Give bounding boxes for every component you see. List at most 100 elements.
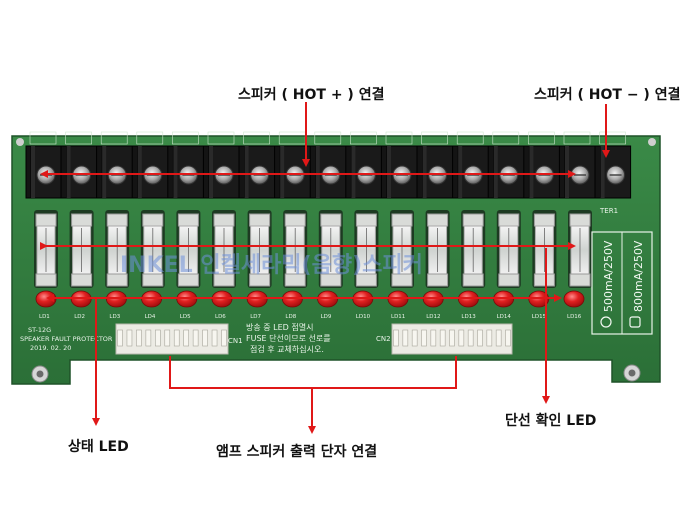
fuse-cap bbox=[35, 213, 57, 227]
fuse-cap bbox=[320, 213, 342, 227]
connector-pin bbox=[486, 329, 493, 347]
mounting-hole-top-right bbox=[648, 138, 656, 146]
silkscreen-box bbox=[172, 131, 199, 145]
connector-cn1-pins bbox=[117, 329, 227, 347]
connector-pin bbox=[145, 329, 152, 347]
terminal-divider bbox=[31, 146, 35, 198]
terminal-divider bbox=[315, 146, 320, 198]
bracket-amp-connectors bbox=[169, 356, 457, 389]
terminal-divider bbox=[351, 146, 356, 198]
fuse-rating-mark-2 bbox=[629, 316, 641, 328]
terminal-divider bbox=[66, 146, 71, 198]
fuse-rating-800: 800mA/250V bbox=[632, 240, 645, 312]
connector-pin bbox=[430, 329, 437, 347]
terminal-divider bbox=[280, 146, 285, 198]
led-label: LD8 bbox=[285, 314, 296, 320]
connector-pin bbox=[411, 329, 418, 347]
silkscreen-box bbox=[456, 131, 484, 145]
connector-pin bbox=[221, 329, 227, 347]
fuse-cap bbox=[284, 213, 306, 227]
fuse-cap bbox=[249, 213, 271, 227]
silkscreen-box bbox=[350, 131, 377, 145]
led-label: LD2 bbox=[74, 314, 85, 320]
terminal-divider bbox=[422, 146, 427, 198]
connector-pin bbox=[439, 329, 446, 347]
terminal-cell bbox=[457, 145, 489, 199]
fuse-cap bbox=[533, 273, 555, 287]
terminal-divider bbox=[173, 146, 178, 198]
silkscreen-box bbox=[314, 131, 342, 145]
board-date: 2019. 02. 20 bbox=[30, 344, 71, 352]
fuse-cap bbox=[106, 273, 128, 287]
connector-pin bbox=[495, 329, 502, 347]
connector-cn1-label: CN1 bbox=[228, 337, 243, 345]
connector-pin bbox=[155, 329, 161, 347]
terminal-divider bbox=[458, 146, 463, 198]
silkscreen-box bbox=[29, 131, 57, 145]
mounting-hole-top-left bbox=[16, 138, 24, 146]
silkscreen-box bbox=[385, 131, 413, 145]
connector-cn2-pins bbox=[393, 329, 511, 347]
fuse-cap bbox=[71, 213, 93, 227]
terminal-label: TER1 bbox=[599, 207, 618, 215]
led-label: LD1 bbox=[39, 314, 50, 320]
fuse-cap bbox=[355, 273, 377, 287]
connector-pin bbox=[505, 329, 511, 347]
notice-line-1: 방송 중 LED 점멸시 bbox=[246, 322, 313, 332]
fuse-cap bbox=[284, 273, 306, 287]
fuse-cap bbox=[71, 273, 93, 287]
led-label: LD7 bbox=[250, 314, 261, 320]
fuse-cap bbox=[569, 213, 591, 227]
led-label: LD10 bbox=[356, 314, 371, 320]
silkscreen-box bbox=[243, 131, 270, 145]
led-label: LD13 bbox=[461, 314, 476, 320]
callout-status-led: 상태 LED bbox=[68, 439, 129, 455]
fuse-cap bbox=[106, 213, 128, 227]
connector-pin bbox=[393, 329, 399, 347]
fuse-cap bbox=[249, 273, 271, 287]
fuse-cap bbox=[498, 273, 520, 287]
led-label: LD11 bbox=[391, 314, 405, 320]
silkscreen-box bbox=[100, 131, 128, 145]
connector-pin bbox=[211, 329, 218, 347]
silkscreen-box bbox=[599, 131, 626, 145]
board-name: SPEAKER FAULT PROTECTOR bbox=[20, 335, 113, 343]
led-label: LD16 bbox=[567, 314, 582, 320]
fuse-cap bbox=[427, 213, 449, 227]
fuse-cap bbox=[391, 273, 413, 287]
led-label: LD15 bbox=[532, 314, 547, 320]
connector-pin bbox=[402, 329, 409, 347]
connector-pin bbox=[449, 329, 455, 347]
connector-pin bbox=[421, 329, 427, 347]
fuse-cap bbox=[462, 213, 484, 227]
led-label: LD9 bbox=[321, 314, 332, 320]
terminal-divider bbox=[565, 146, 569, 198]
fuse-cap bbox=[320, 273, 342, 287]
fuse-cap bbox=[142, 213, 164, 227]
connector-pin bbox=[458, 329, 465, 347]
silkscreen-box bbox=[492, 131, 520, 145]
terminal-divider bbox=[493, 146, 498, 198]
silkscreen-box bbox=[421, 131, 448, 145]
connector-pin bbox=[164, 329, 171, 347]
fuse-cap bbox=[177, 273, 199, 287]
callout-speaker-hot-minus: 스피커 ( HOT − ) 연결 bbox=[534, 87, 680, 103]
silkscreen-box bbox=[65, 131, 92, 145]
connector-pin bbox=[117, 329, 123, 347]
fuse-cap bbox=[498, 213, 520, 227]
terminal-screws bbox=[30, 145, 632, 199]
mounting-hole-right bbox=[623, 364, 641, 382]
silkscreen-box bbox=[563, 131, 591, 145]
board-model: ST-12G bbox=[28, 326, 51, 334]
fuse-cap bbox=[177, 213, 199, 227]
silkscreen-box bbox=[528, 131, 555, 145]
led-label: LD14 bbox=[497, 314, 512, 320]
fuse-cap bbox=[391, 213, 413, 227]
terminal-divider bbox=[387, 146, 391, 198]
connector-cn1 bbox=[115, 323, 229, 355]
led-icon bbox=[563, 290, 585, 308]
callout-open-check-led: 단선 확인 LED bbox=[505, 413, 597, 429]
fuse-rating-500: 500mA/250V bbox=[602, 240, 615, 312]
fuse-cap bbox=[462, 273, 484, 287]
